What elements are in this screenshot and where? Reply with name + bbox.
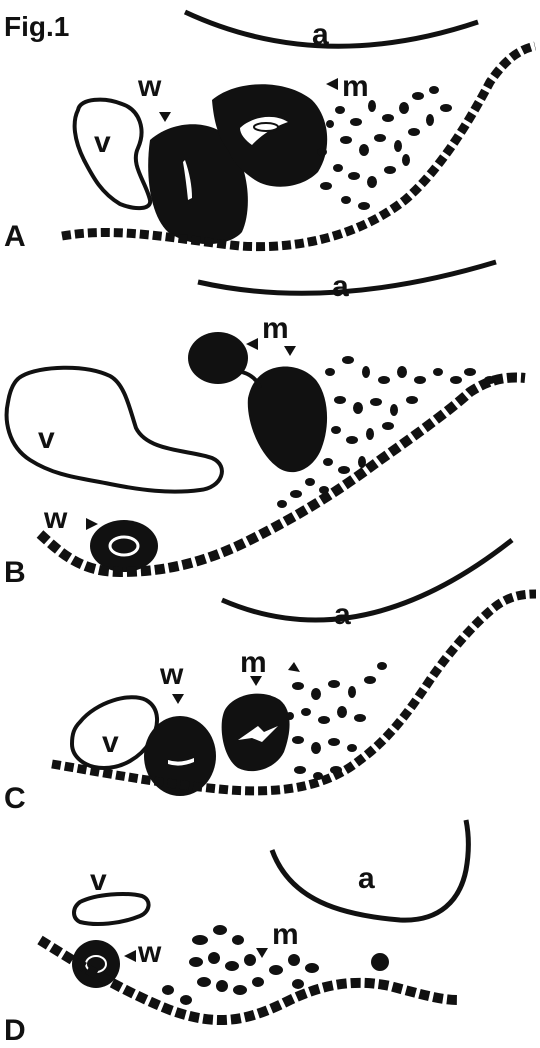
panel-b-arrow-w (86, 518, 98, 530)
panel-d-label-v: v (90, 864, 107, 897)
panel-c-aorta-wall (222, 540, 512, 620)
panel-d-label-a: a (358, 862, 375, 895)
figure-title: Fig.1 (4, 11, 69, 42)
panel-b-arrow-m-down (284, 346, 296, 356)
panel-a-letter: A (4, 220, 26, 253)
panel-c-label-m: m (240, 646, 267, 679)
panel-d-label-m: m (272, 918, 299, 951)
panel-c-label-v: v (102, 726, 119, 759)
panel-c-arrow-m-right (288, 662, 300, 672)
panel-d: a v w m D (4, 820, 468, 1047)
panel-b-label-w: w (43, 502, 68, 535)
panel-a-label-w: w (137, 70, 162, 103)
panel-b-mullerian-upper (188, 332, 248, 384)
panel-b: a v m w B (4, 262, 525, 589)
panel-d-vein-outline (74, 894, 149, 924)
panel-b-label-v: v (38, 422, 55, 455)
panel-d-arrow-m (256, 948, 268, 958)
panel-a: a v w m A (4, 12, 535, 253)
panel-d-letter: D (4, 1014, 26, 1047)
panel-c-arrow-w (172, 694, 184, 704)
panel-c-epithelium (52, 594, 536, 791)
panel-c-label-a: a (334, 598, 351, 631)
panel-a-arrow-w (159, 112, 171, 122)
panel-c-letter: C (4, 782, 26, 815)
panel-b-label-a: a (332, 270, 349, 303)
panel-a-label-a: a (312, 18, 329, 51)
panel-d-label-w: w (137, 936, 162, 969)
panel-a-mesenchyme (317, 86, 452, 210)
panel-c-mesenchyme (286, 662, 387, 780)
panel-c-arrow-m (250, 676, 262, 686)
panel-a-aorta-wall (185, 12, 478, 46)
panel-c-label-w: w (159, 658, 184, 691)
panel-b-label-m: m (262, 312, 289, 345)
panel-c: a v w m C (4, 540, 536, 815)
panel-a-vein-outline (75, 100, 151, 208)
panel-a-label-m: m (342, 70, 369, 103)
panel-a-label-v: v (94, 126, 111, 159)
panel-b-letter: B (4, 556, 26, 589)
panel-b-mullerian-lower (248, 367, 327, 473)
panel-b-arrow-m-left (246, 338, 258, 350)
panel-b-wolffian-duct (90, 520, 158, 572)
panel-d-arrow-w (124, 950, 136, 962)
panel-a-arrow-m (326, 78, 338, 90)
